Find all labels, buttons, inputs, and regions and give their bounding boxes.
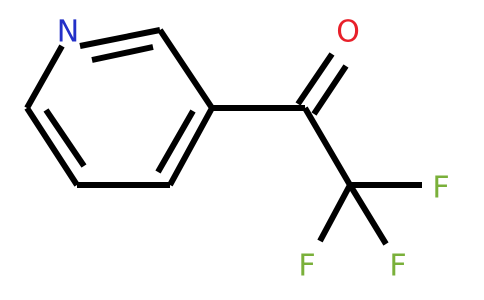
atom-fluorine-bottom-left: F [298,249,315,284]
bond-c3-c4 [167,106,215,187]
bond-c5-c6 [24,106,80,187]
bond-c3-c4-inner [155,109,196,174]
atom-fluorine-right: F [432,171,449,206]
bonds [24,27,422,246]
atom-fluorine-bottom-right: F [389,249,406,284]
bond-c5-c6-inner [43,108,87,168]
bond-carbonyl-cf3 [302,106,353,187]
bond-carbonyl-o-2 [311,64,349,116]
atom-oxygen: O [336,15,360,50]
bond-c2-c3 [157,28,215,110]
bond-cf3-f2 [317,183,353,243]
bond-cf3-f3 [347,183,389,246]
bond-n-c2 [79,27,161,49]
atom-nitrogen: N [57,15,79,50]
bond-c6-n [24,44,65,110]
bond-n-c2-inner [91,44,154,63]
bond-carbonyl-o-1 [295,52,335,106]
